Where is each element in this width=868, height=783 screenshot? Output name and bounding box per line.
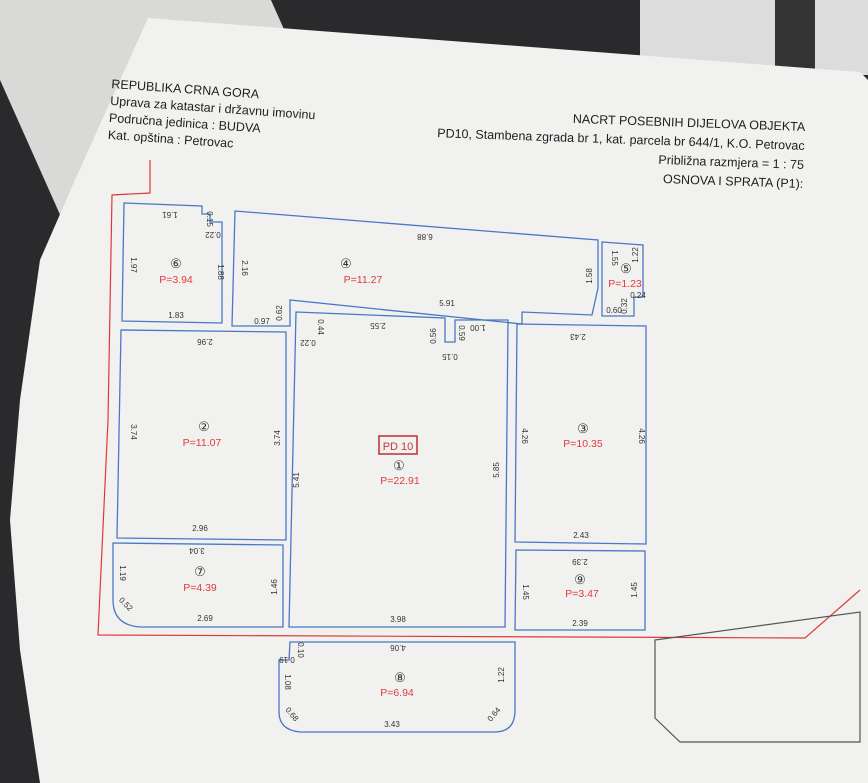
- dim-label: 3.74: [273, 430, 282, 446]
- dim-label: 0.56: [429, 328, 438, 344]
- paper-sheet: [10, 18, 868, 783]
- dim-label: 4.26: [520, 428, 529, 444]
- room-7-number: ⑦: [194, 564, 206, 579]
- room-4-number: ④: [340, 256, 352, 271]
- dim-label: 2.39: [572, 619, 588, 628]
- dim-label: 1.19: [118, 565, 127, 581]
- parcel-boundary: [97, 160, 861, 639]
- unit-label-box: [378, 435, 418, 455]
- dim-label: 2.43: [573, 531, 589, 540]
- dim-label: 1.61: [162, 210, 178, 219]
- room-4-outline: [231, 210, 599, 327]
- dim-label: 0.24: [630, 291, 646, 300]
- dim-label: 1.22: [497, 667, 506, 683]
- dim-label: 3.04: [189, 546, 205, 555]
- room-9-number: ⑨: [574, 572, 586, 587]
- room-9-area: P=3.47: [565, 588, 599, 600]
- dim-label: 1.00: [470, 323, 486, 332]
- room-2-outline: [116, 329, 287, 541]
- dim-label: 1.83: [168, 311, 184, 320]
- dim-label: 0.60: [606, 306, 622, 315]
- dim-label: 3.98: [390, 615, 406, 624]
- dim-label: 1.55: [610, 250, 619, 266]
- dim-label: 2.96: [197, 337, 213, 346]
- dim-label: 0.64: [486, 705, 503, 723]
- room-9-outline: [514, 549, 646, 631]
- room-5-number: ⑤: [620, 261, 632, 276]
- dim-label: 0.15: [205, 211, 214, 227]
- dim-label: 5.91: [439, 299, 455, 308]
- dim-label: 1.97: [129, 257, 138, 273]
- dim-label: 6.88: [417, 232, 433, 241]
- room-6-number: ⑥: [170, 256, 182, 271]
- dim-label: 0.97: [254, 317, 270, 326]
- dim-label: 5.85: [492, 462, 501, 478]
- room-6-outline: [121, 202, 223, 324]
- dim-label: 0.22: [300, 338, 316, 347]
- room-1-number: ①: [393, 458, 405, 473]
- room-8-number: ⑧: [394, 670, 406, 685]
- dim-label: 5.41: [292, 472, 301, 488]
- dim-label: 2.69: [197, 614, 213, 623]
- dim-label: 0.59: [457, 325, 466, 341]
- room-5-area: P=1.23: [608, 278, 642, 290]
- dim-label: 0.15: [442, 352, 458, 361]
- dim-label: 1.88: [216, 264, 225, 280]
- dim-label: 0.68: [283, 706, 300, 724]
- room-7-area: P=4.39: [183, 582, 217, 594]
- dim-label: 1.22: [631, 247, 640, 263]
- dim-label: 3.43: [384, 720, 400, 729]
- dim-label: 1.08: [283, 674, 292, 690]
- dim-label: 1.58: [585, 268, 594, 284]
- dim-label: 2.96: [192, 524, 208, 533]
- room-2-number: ②: [198, 419, 210, 434]
- room-6-area: P=3.94: [159, 274, 193, 286]
- dim-label: 0.19: [279, 655, 295, 664]
- dim-label: 0.32: [620, 298, 629, 314]
- dim-label: 1.45: [630, 582, 639, 598]
- unit-label: PD 10: [383, 441, 414, 453]
- dim-label: 1.45: [521, 584, 530, 600]
- room-1-area: P=22.91: [380, 475, 420, 487]
- room-8-area: P=6.94: [380, 687, 414, 699]
- dim-label: 0.10: [296, 642, 305, 658]
- dim-label: 2.39: [572, 557, 588, 566]
- dim-label: 0.44: [316, 319, 325, 335]
- dim-label: 3.74: [129, 424, 138, 440]
- room-8-outline: [278, 641, 516, 733]
- room-3-outline: [514, 323, 647, 545]
- dim-label: 2.55: [370, 321, 386, 330]
- room-5-outline: [601, 241, 644, 317]
- room-7-outline: [112, 542, 284, 628]
- dim-label: 2.16: [240, 260, 249, 276]
- dim-label: 4.06: [390, 643, 406, 652]
- dim-label: 2.43: [570, 332, 586, 341]
- neighbor-outline: [654, 611, 861, 743]
- dim-label: 4.26: [637, 428, 646, 444]
- room-3-number: ③: [577, 421, 589, 436]
- room-2-area: P=11.07: [183, 437, 222, 449]
- room-4-area: P=11.27: [344, 274, 383, 286]
- background-binder: [775, 0, 815, 70]
- dim-label: 0.62: [275, 305, 284, 321]
- dim-label: 0.52: [117, 596, 135, 614]
- room-1-outline: [288, 311, 509, 628]
- dim-label: 1.46: [270, 579, 279, 595]
- dim-label: 0.22: [205, 230, 221, 239]
- room-3-area: P=10.35: [563, 438, 603, 450]
